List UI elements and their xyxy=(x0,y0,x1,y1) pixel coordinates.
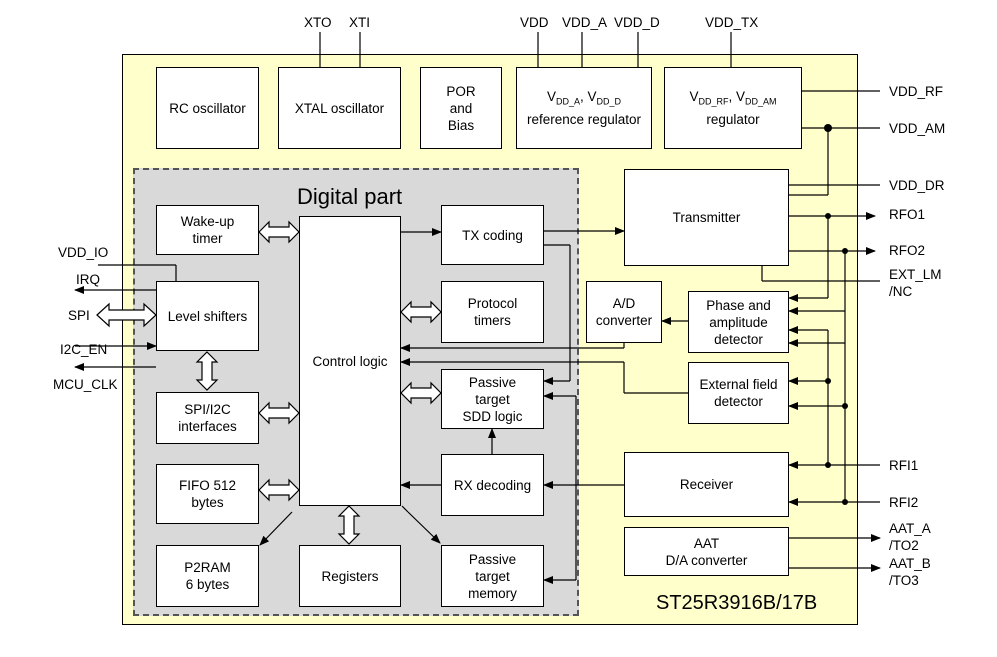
tx-coding-block: TX coding xyxy=(441,205,544,265)
control-logic-block: Control logic xyxy=(299,216,401,506)
fifo-block: FIFO 512 bytes xyxy=(156,464,259,524)
rx-decoding-block: RX decoding xyxy=(441,454,544,516)
registers-block: Registers xyxy=(299,545,401,607)
phase-amplitude-detector-block: Phase and amplitude detector xyxy=(688,291,789,353)
por-bias-block: POR and Bias xyxy=(420,67,502,149)
pin-rfo2: RFO2 xyxy=(889,243,926,258)
transmitter-block: Transmitter xyxy=(624,169,789,266)
sdd-logic-block: Passive target SDD logic xyxy=(441,369,544,429)
pin-spi: SPI xyxy=(68,308,90,323)
pin-vdd-dr: VDD_DR xyxy=(889,178,945,193)
external-field-detector-block: External field detector xyxy=(688,362,789,424)
pin-irq: IRQ xyxy=(76,272,101,287)
pin-rfi1: RFI1 xyxy=(889,458,919,473)
xtal-oscillator-block: XTAL oscillator xyxy=(278,67,401,149)
pin-vdd-io: VDD_IO xyxy=(58,245,109,260)
pin-ext-lm: EXT_LM /NC xyxy=(889,267,942,299)
pin-rfo1: RFO1 xyxy=(889,207,926,222)
chip-name: ST25R3916B/17B xyxy=(656,592,818,614)
pin-aat-b: AAT_B /TO3 xyxy=(889,556,931,588)
pin-aat-a: AAT_A /TO2 xyxy=(889,521,931,553)
rc-oscillator-block: RC oscillator xyxy=(156,67,259,149)
pin-mcu-clk: MCU_CLK xyxy=(53,377,118,392)
pin-xto: XTO xyxy=(304,15,332,30)
spi-i2c-interfaces-block: SPI/I2C interfaces xyxy=(156,392,259,444)
p2ram-block: P2RAM 6 bytes xyxy=(156,545,259,607)
pin-vdd-tx: VDD_TX xyxy=(705,15,759,30)
pin-vdd-a: VDD_A xyxy=(562,15,608,30)
pin-rfi2: RFI2 xyxy=(889,495,919,510)
pin-vdd-rf: VDD_RF xyxy=(889,84,944,99)
passive-target-memory-block: Passive target memory xyxy=(441,545,544,607)
receiver-block: Receiver xyxy=(624,452,789,517)
level-shifters-block: Level shifters xyxy=(156,281,259,351)
protocol-timers-block: Protocol timers xyxy=(441,281,544,343)
ad-converter-block: A/D converter xyxy=(586,281,662,343)
digital-part-title: Digital part xyxy=(297,184,403,209)
pin-vdd-am: VDD_AM xyxy=(889,121,946,136)
pin-xti: XTI xyxy=(349,15,371,30)
pin-vdd: VDD xyxy=(520,15,549,30)
aat-da-converter-block: AAT D/A converter xyxy=(624,527,789,576)
pin-vdd-d: VDD_D xyxy=(614,15,660,30)
wakeup-timer-block: Wake-up timer xyxy=(156,205,259,255)
